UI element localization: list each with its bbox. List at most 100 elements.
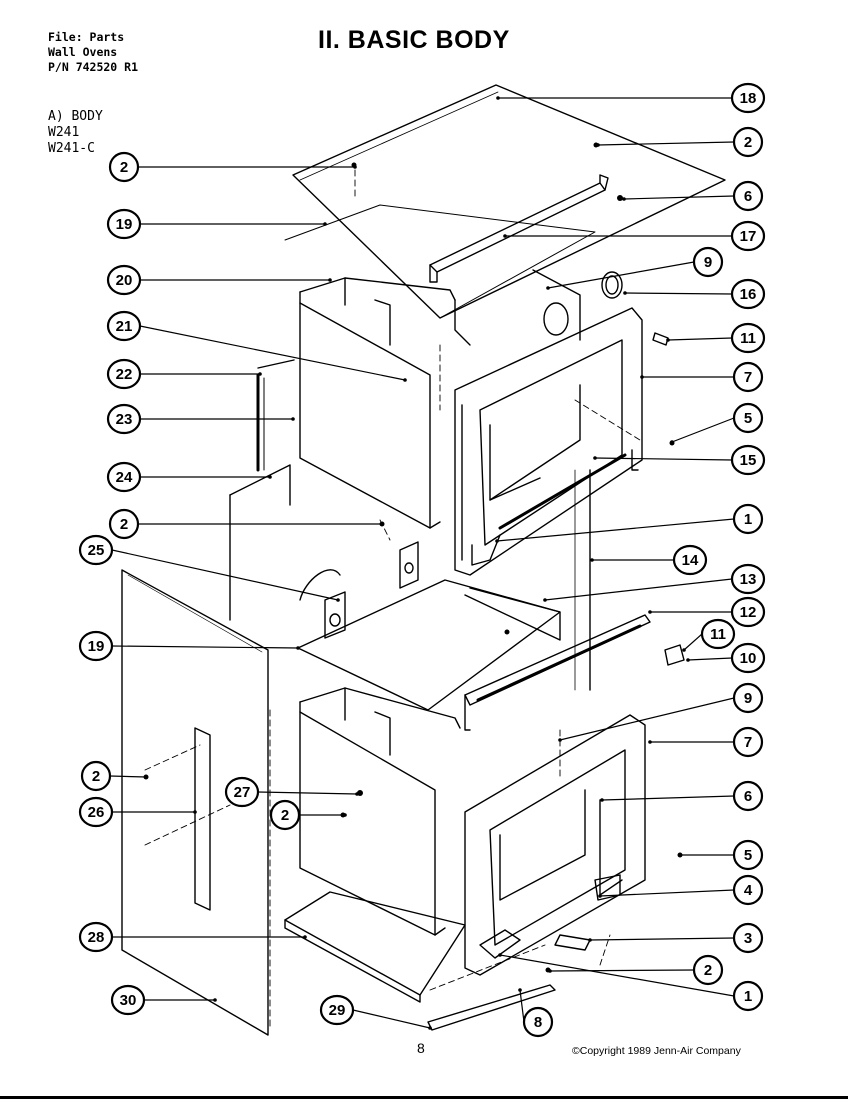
- callout-leader-tip: [546, 286, 550, 290]
- callout-oval: [732, 180, 764, 212]
- callout-5: 5: [670, 402, 764, 444]
- copyright-notice: ©Copyright 1989 Jenn-Air Company: [572, 1045, 741, 1057]
- callout-leader-tip: [623, 291, 627, 295]
- callout-leader-tip: [343, 813, 347, 817]
- callout-leader-tip: [686, 658, 690, 662]
- upper-insulation-sheet: [284, 204, 596, 319]
- vent-ring: [601, 271, 623, 299]
- callout-leader-line: [109, 775, 147, 778]
- callout-oval: [106, 403, 142, 435]
- callout-leader-line: [601, 795, 735, 801]
- callout-leader-tip: [593, 456, 597, 460]
- callout-leader-tip: [380, 522, 384, 526]
- callout-oval: [732, 980, 764, 1012]
- upper-front-frame: [454, 307, 643, 576]
- callout-number: 2: [281, 807, 289, 824]
- callout-leader-tip: [144, 775, 148, 779]
- callout-number: 11: [710, 626, 726, 643]
- callout-number: 5: [744, 410, 752, 427]
- callout-19: 19: [106, 208, 327, 240]
- callout-oval: [269, 799, 301, 831]
- callout-oval: [730, 278, 766, 310]
- callout-number: 17: [740, 228, 757, 245]
- top-panel: [292, 84, 726, 319]
- callout-8: 8: [518, 988, 554, 1038]
- callout-leader-line: [589, 937, 735, 941]
- callout-3: 3: [588, 922, 764, 954]
- top-rail: [429, 182, 606, 273]
- callout-leader-tip: [548, 969, 552, 973]
- callout-leader-line: [499, 954, 735, 997]
- model-1: W241: [48, 125, 80, 140]
- callout-leader-line: [352, 1009, 431, 1029]
- lower-cavity-top: [299, 687, 461, 729]
- callout-leader-line: [111, 645, 299, 649]
- callout-leader-tip: [296, 646, 300, 650]
- callout-22: 22: [106, 358, 262, 390]
- callout-number: 13: [740, 571, 757, 588]
- callout-number: 27: [234, 784, 251, 801]
- callout-oval: [732, 361, 764, 393]
- callout-27: 27: [224, 776, 359, 808]
- page-number: 8: [417, 1040, 425, 1056]
- file-line: File: Parts: [48, 30, 125, 44]
- callout-9: 9: [558, 682, 764, 742]
- callout-number: 28: [88, 929, 105, 946]
- callout-leader-tip: [648, 740, 652, 744]
- callout-oval: [78, 796, 114, 828]
- callout-leader-line: [667, 337, 733, 341]
- callout-leader-line: [257, 791, 358, 795]
- callout-oval: [730, 82, 766, 114]
- callout-leader-tip: [496, 96, 500, 100]
- callout-leader-line: [544, 578, 733, 601]
- callout-leader-tip: [622, 197, 626, 201]
- callout-leader-line: [519, 989, 525, 1023]
- callout-oval: [78, 630, 114, 662]
- callout-oval: [732, 402, 764, 434]
- callout-number: 2: [120, 516, 128, 533]
- callout-oval: [730, 444, 766, 476]
- bottom-rule: [0, 1096, 848, 1099]
- callout-leader-tip: [596, 143, 600, 147]
- callout-leader-line: [496, 518, 735, 542]
- side-panel: [121, 569, 269, 1036]
- callout-leader-tip: [403, 378, 407, 382]
- trim-strip: [194, 727, 211, 911]
- callout-29: 29: [319, 994, 432, 1030]
- callout-2: 2: [548, 954, 724, 986]
- callout-leader-tip: [678, 853, 682, 857]
- callout-number: 24: [116, 469, 133, 486]
- callout-leader-tip: [355, 792, 359, 796]
- callout-number: 20: [116, 272, 133, 289]
- callout-number: 8: [534, 1014, 542, 1031]
- callout-13: 13: [543, 563, 766, 602]
- callout-number: 7: [744, 734, 752, 751]
- callout-leader-tip: [558, 738, 562, 742]
- callout-oval: [730, 596, 766, 628]
- part-number-line: P/N 742520 R1: [48, 60, 139, 74]
- callout-6: 6: [600, 780, 764, 812]
- callout-number: 26: [88, 804, 105, 821]
- callout-20: 20: [106, 264, 332, 296]
- callout-oval: [106, 461, 142, 493]
- callout-leader-tip: [498, 953, 502, 957]
- callout-oval: [110, 984, 146, 1016]
- callout-oval: [730, 642, 766, 674]
- callout-7: 7: [640, 361, 764, 393]
- callout-number: 5: [744, 847, 752, 864]
- section-label: A) BODY: [48, 109, 103, 124]
- callout-number: 6: [744, 188, 752, 205]
- callout-oval: [692, 246, 724, 278]
- callout-leader-tip: [213, 998, 217, 1002]
- callout-number: 14: [682, 552, 699, 569]
- callout-oval: [78, 921, 114, 953]
- callout-oval: [730, 563, 766, 595]
- callout-leader-line: [671, 417, 735, 443]
- callout-oval: [692, 954, 724, 986]
- bracket-25: [324, 591, 346, 639]
- callout-24: 24: [106, 461, 272, 493]
- callout-7: 7: [648, 726, 764, 758]
- callout-number: 4: [744, 882, 753, 899]
- base-panel: [284, 891, 466, 996]
